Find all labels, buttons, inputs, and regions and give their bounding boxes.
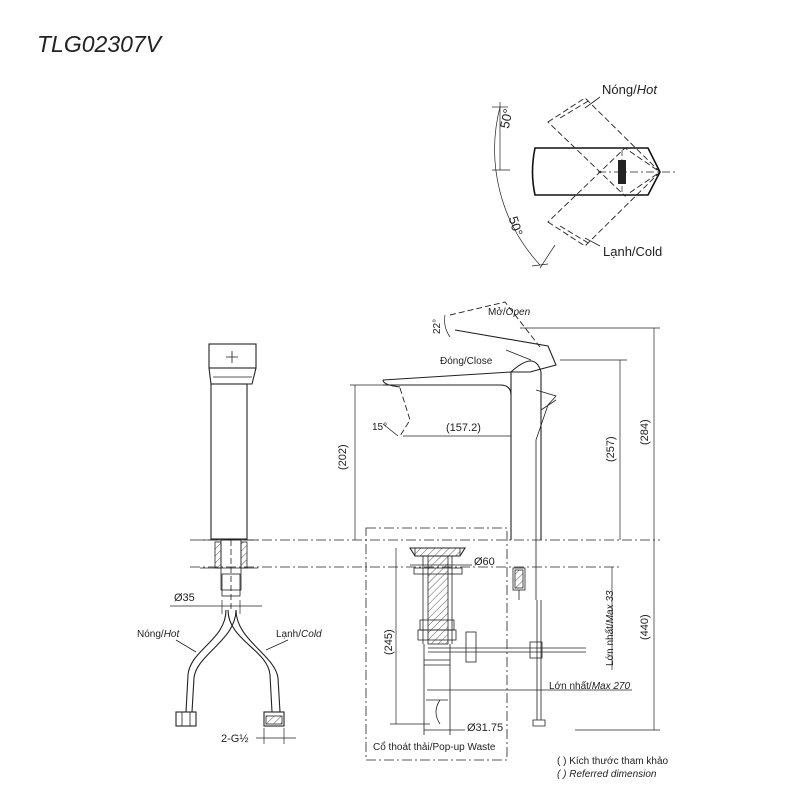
top-angle-down: 50°	[506, 214, 526, 237]
side-dim-257: (257)	[605, 436, 617, 462]
legend-line2: ( ) Referred dimension	[557, 769, 657, 780]
top-view: 50° 50° Nóng/Hot Lạnh/Cold	[492, 82, 675, 269]
side-dim-reach: (157.2)	[446, 422, 481, 434]
side-dim-202: (202)	[337, 444, 349, 470]
front-dim-diam35: Ø35	[174, 592, 195, 604]
popup-dim-diam60: Ø60	[474, 556, 495, 568]
side-angle-spout: 15°	[372, 422, 387, 433]
side-open-label: Mở/Open	[488, 306, 531, 318]
popup-dim-245: (245)	[383, 629, 395, 655]
popup-dim-diam3175: Ø31.75	[467, 722, 503, 734]
front-thread-label: 2-G½	[221, 733, 249, 745]
side-dim-284: (284)	[639, 419, 651, 445]
side-dim-440: (440)	[639, 614, 651, 640]
front-cold-label: Lạnh/Cold	[276, 629, 322, 640]
popup-waste: Ø60 (245) Ø31.75 Cổ thoát thải/Pop-up Wa…	[365, 527, 508, 761]
side-max33-label: Lớn nhất/Max 33	[604, 590, 616, 666]
popup-label: Cổ thoát thải/Pop-up Waste	[373, 741, 496, 753]
side-close-label: Đóng/Close	[440, 356, 493, 367]
front-view: Ø35 Nóng/Hot Lạnh/Cold 2-G½	[137, 343, 322, 745]
top-cold-label: Lạnh/Cold	[603, 244, 662, 259]
side-view: (157.2) (202) 15° (257) (284) (440) 22° …	[190, 301, 660, 731]
top-hot-label: Nóng/Hot	[602, 82, 658, 97]
front-hot-label: Nóng/Hot	[137, 629, 180, 640]
side-angle-handle: 22°	[432, 319, 443, 334]
top-angle-up: 50°	[497, 107, 516, 129]
legend-line1: ( ) Kích thước tham khảo	[557, 756, 669, 767]
model-title: TLG02307V	[37, 31, 164, 57]
side-max270-label: Lớn nhất/Max 270	[549, 680, 630, 692]
